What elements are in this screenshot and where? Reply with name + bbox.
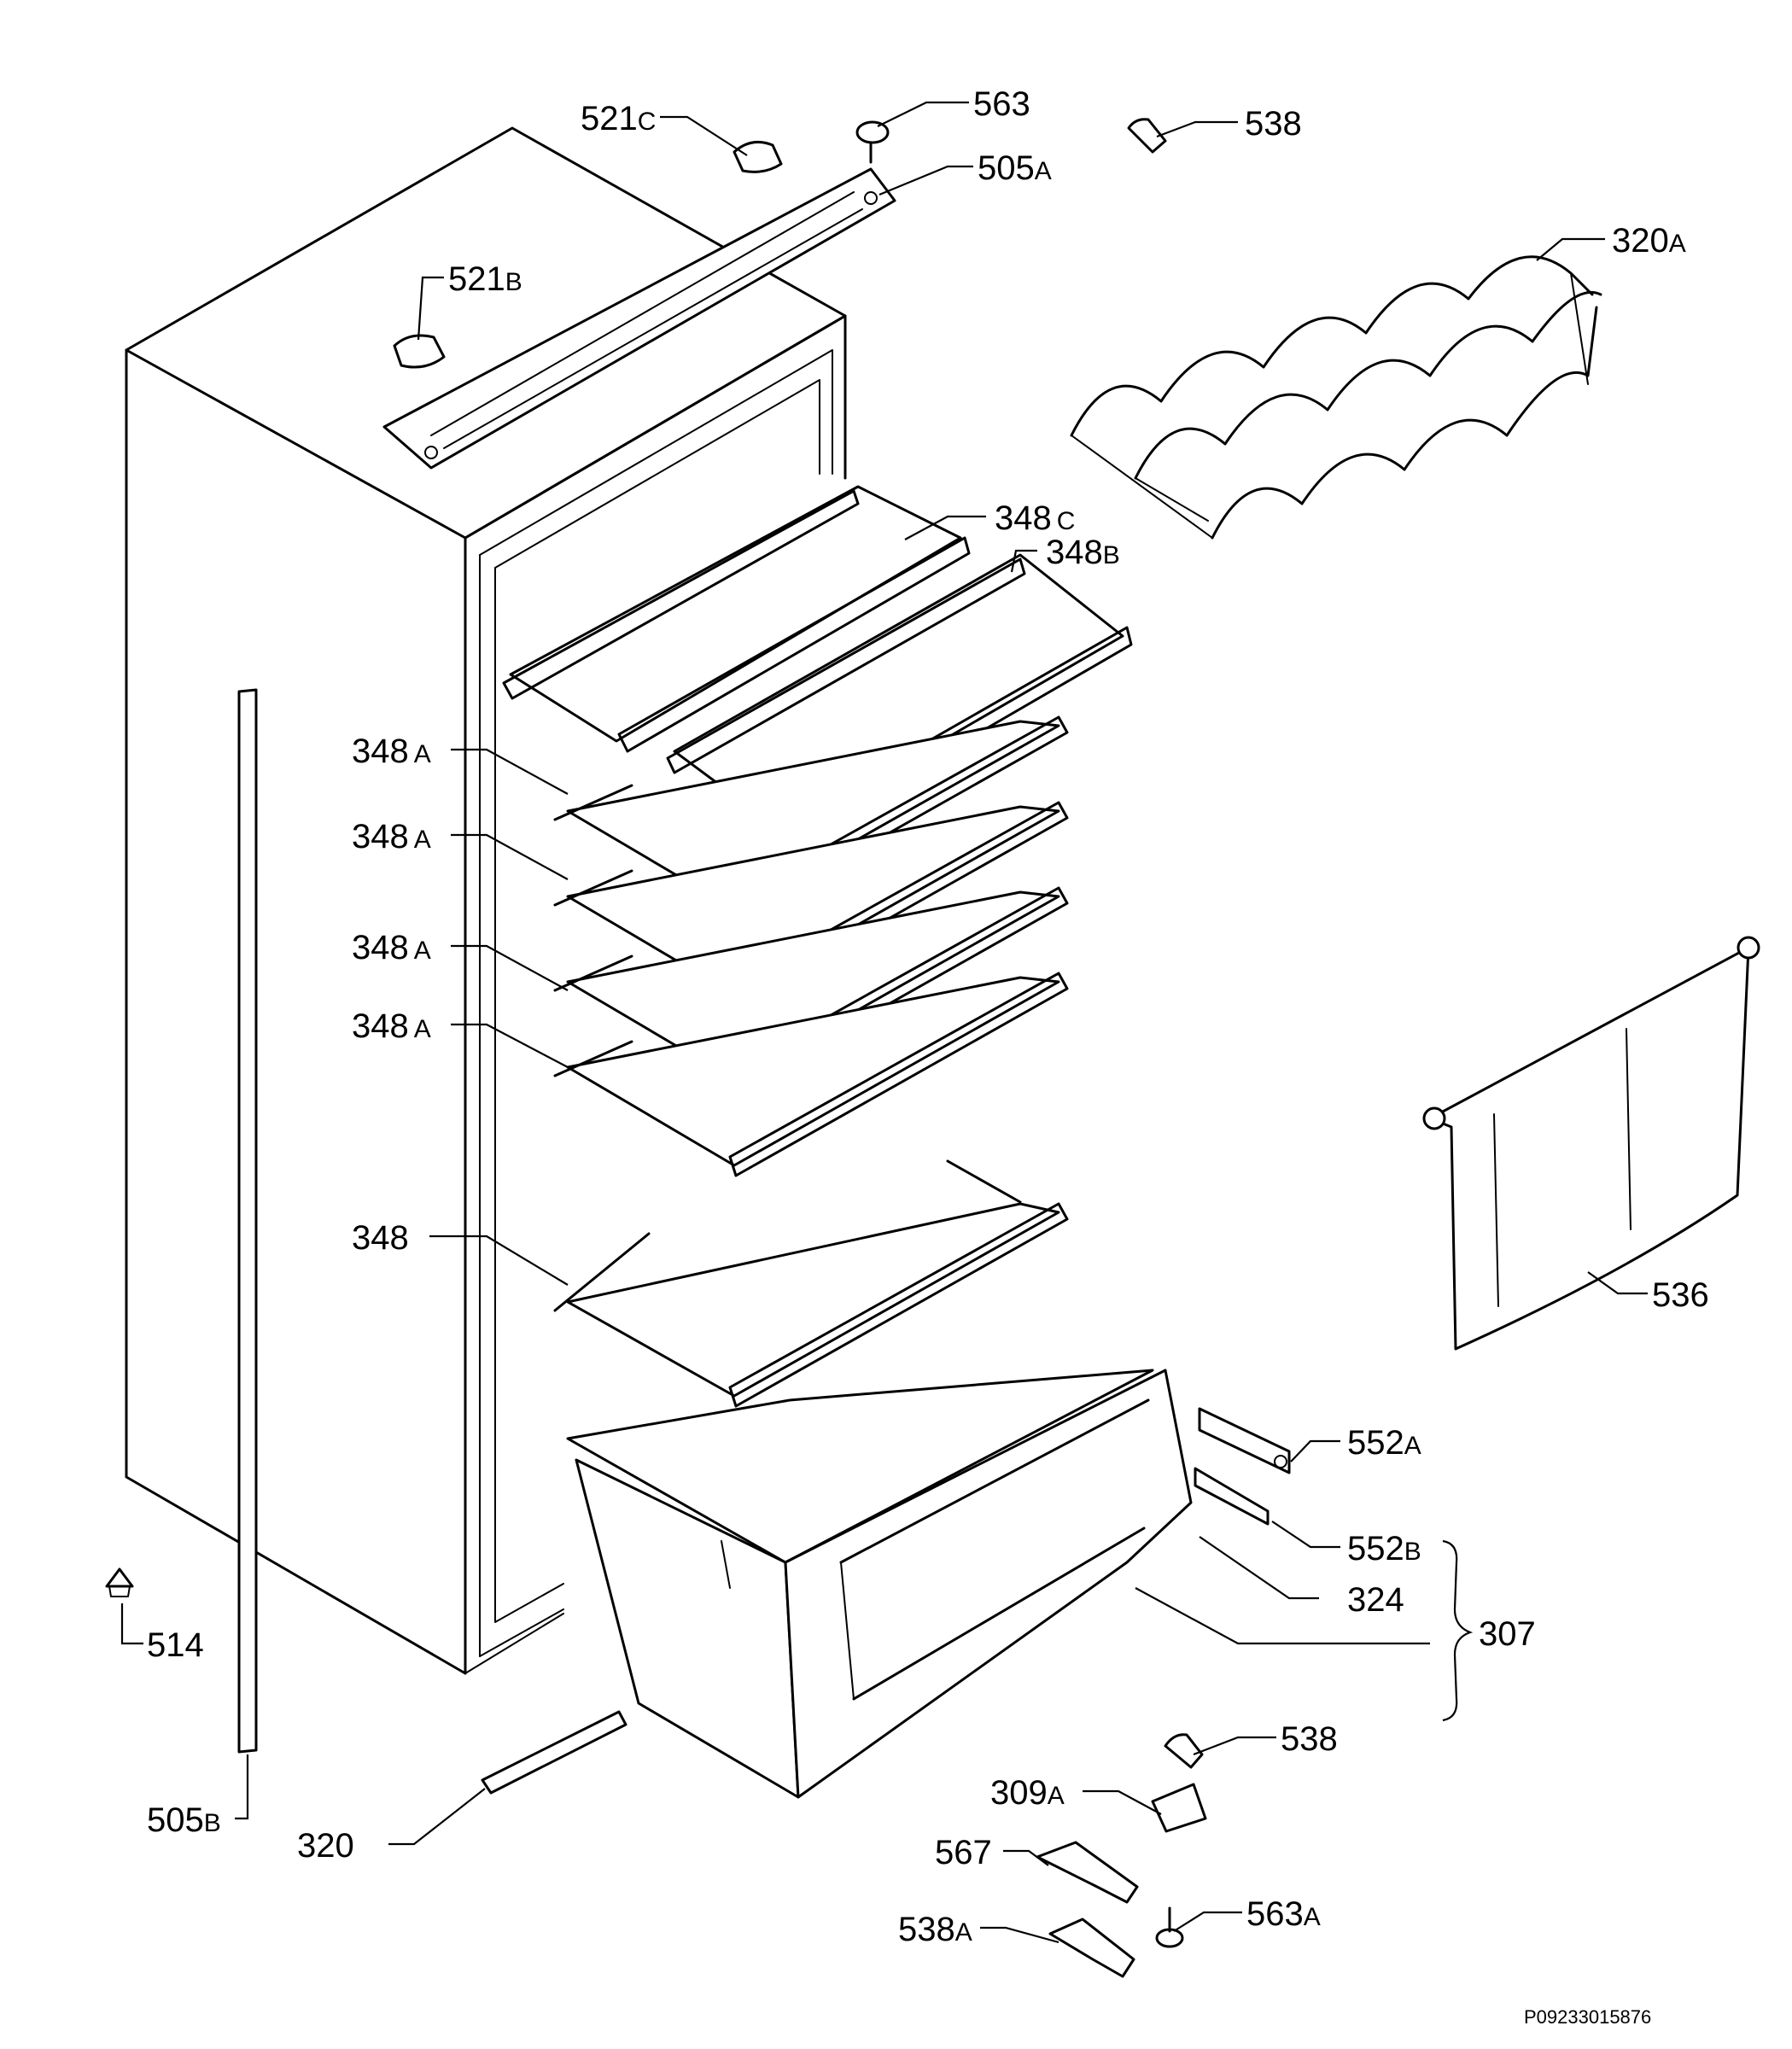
rail-320 [481,1710,627,1795]
cover-cap-521c [733,140,783,173]
label-514: 514 [147,1626,204,1664]
label-521c: 521C [581,100,656,137]
screw-563 [855,120,890,164]
label-309a: 309A [990,1774,1065,1812]
hinge-538-bottom [1164,1733,1204,1769]
shelf-348c [502,485,971,753]
leader-lines [120,101,1648,1944]
label-320a: 320A [1612,222,1686,260]
label-521b: 521B [448,260,522,298]
label-567: 567 [935,1834,992,1871]
shelf-348 [553,1159,1069,1408]
rail-552a [1198,1407,1291,1474]
hinge-538a [1048,1918,1135,1978]
label-536: 536 [1652,1276,1709,1314]
label-552b: 552B [1347,1530,1421,1567]
label-324: 324 [1347,1581,1404,1619]
reference-code: P09233015876 [1524,2006,1651,2028]
cover-cap-521b [393,334,446,369]
top-hinge-bar [382,167,896,470]
label-538-top: 538 [1245,105,1302,143]
cover-536 [1422,936,1760,1351]
hinge-538-top [1127,118,1167,154]
label-320: 320 [297,1827,354,1865]
crisper-drawer [566,1369,1193,1799]
label-505b: 505B [147,1801,221,1839]
label-307: 307 [1479,1615,1536,1653]
label-348b: 348B [1046,534,1120,571]
screw-563a [1155,1906,1184,1948]
plate-309a [1151,1783,1207,1833]
label-348: 348 [352,1219,409,1257]
label-563: 563 [973,85,1030,123]
shelf-348a-4 [553,972,1069,1177]
rail-552b [1194,1467,1270,1526]
bottle-rack [1070,255,1602,540]
hinge-plate-567 [1036,1841,1139,1904]
cabinet [125,126,847,1675]
seal-strip-505b [237,688,258,1754]
label-563a: 563A [1246,1895,1321,1933]
label-538a: 538A [898,1911,972,1948]
screw-514 [105,1567,134,1597]
label-538-bottom: 538 [1281,1720,1338,1758]
label-505a: 505A [978,149,1052,187]
label-552a: 552A [1347,1424,1421,1462]
